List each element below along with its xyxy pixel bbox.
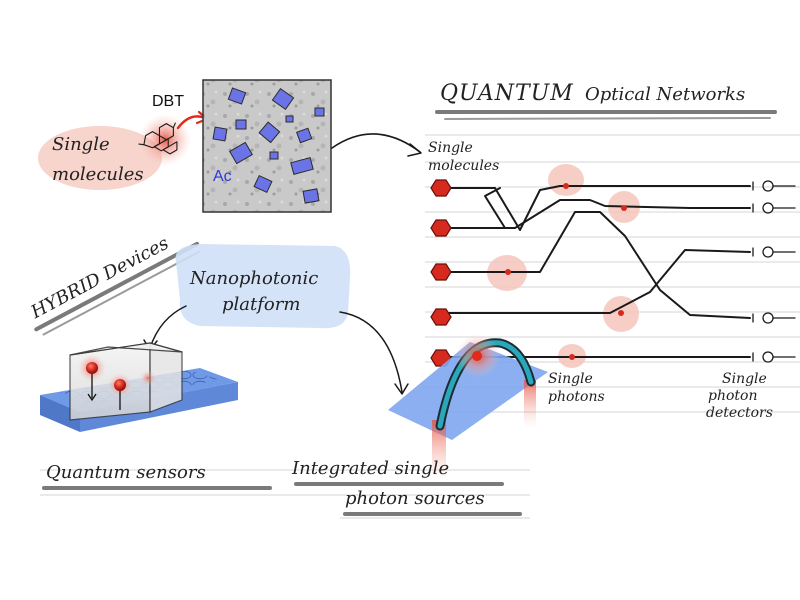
integrated-sources-line1: Integrated single — [291, 458, 449, 479]
network-title: QUANTUM Optical Networks — [435, 81, 777, 120]
title-quantum: QUANTUM — [440, 81, 574, 106]
nanophotonic-line2: platform — [222, 294, 300, 315]
bottom-labels: Quantum sensors Integrated single photon… — [42, 458, 522, 516]
detectors-line1: Single — [722, 371, 767, 387]
dbt-label: DBT — [152, 93, 184, 110]
nanophotonic-line1: Nanophotonic — [189, 268, 318, 289]
single-photons-line1: Single — [548, 371, 593, 387]
title-optical-networks: Optical Networks — [585, 84, 745, 105]
photon-dots — [505, 183, 627, 360]
single-molecules-group: Single molecules DBT — [38, 79, 422, 213]
single-photons-line2: photons — [548, 389, 605, 405]
ac-label: Ac — [213, 168, 232, 185]
photon-source-illustration — [388, 334, 548, 480]
detectors-line3: detectors — [706, 405, 773, 421]
optical-network: Single molecules — [428, 140, 796, 421]
hybrid-devices-label: HYBRID Devices — [27, 233, 200, 336]
single-molecules-left-line1: Single — [52, 134, 110, 155]
single-molecules-left-line2: molecules — [52, 164, 144, 185]
single-molecules-right-line1: Single — [428, 140, 473, 156]
integrated-sources-line2: photon sources — [345, 488, 485, 509]
hexagon-molecule-icon — [430, 179, 452, 367]
quantum-sensor-illustration — [40, 342, 238, 432]
microscopy-image: Ac — [202, 79, 332, 213]
detector-icon — [752, 180, 796, 363]
detectors-line2: photon — [708, 388, 757, 404]
nanophotonic-platform-group: Nanophotonic platform — [143, 244, 409, 395]
single-molecules-right-line2: molecules — [428, 158, 499, 174]
dbt-molecule-icon — [138, 122, 178, 155]
highlight-blob — [38, 126, 162, 190]
quantum-sensors-label: Quantum sensors — [46, 462, 206, 483]
